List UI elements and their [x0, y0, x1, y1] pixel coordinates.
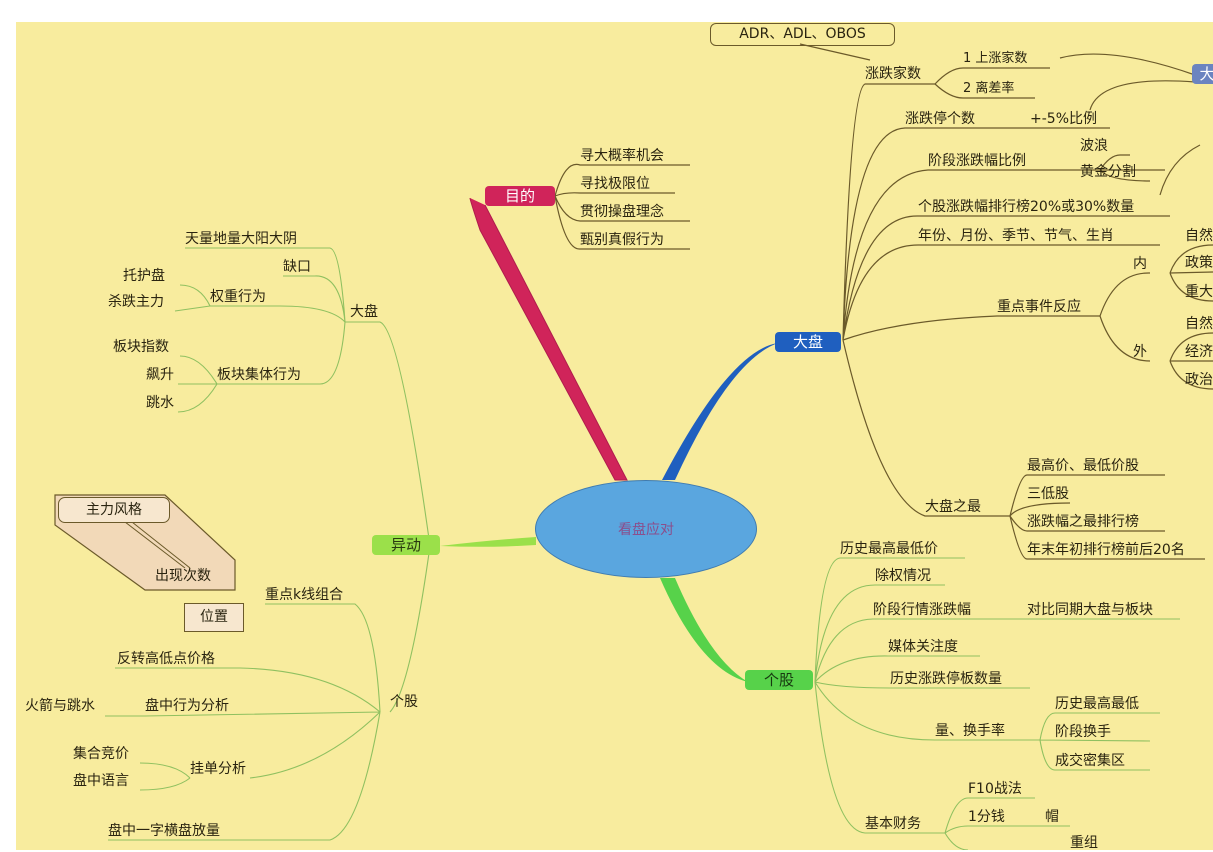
volume-item: 成交密集区: [1055, 753, 1125, 769]
kline-combo: 重点k线组合: [265, 587, 344, 603]
stock-item: 媒体关注度: [888, 639, 958, 655]
adv-dec: 涨跌家数: [865, 66, 921, 82]
branch-anomaly: [440, 537, 536, 547]
anomaly-market-item: 天量地量大阳大阴: [185, 231, 297, 247]
finance-item: 帽: [1045, 809, 1059, 825]
node-edge-market[interactable]: 大: [1192, 64, 1213, 84]
extremes: 大盘之最: [925, 499, 981, 515]
events-outer-item: 自然: [1185, 316, 1213, 332]
finance-item: 1分钱: [968, 809, 1005, 825]
calendar: 年份、月份、季节、节气、生肖: [918, 228, 1114, 244]
flat-volume: 盘中一字横盘放量: [108, 823, 220, 839]
events-inner: 内: [1133, 256, 1147, 272]
reversal: 反转高低点价格: [117, 651, 215, 667]
events: 重点事件反应: [997, 299, 1081, 315]
orders-item: 集合竞价: [73, 746, 129, 762]
callout-main-force-style: 主力风格: [58, 497, 170, 523]
purpose-item: 贯彻操盘理念: [580, 204, 664, 220]
extremes-item: 三低股: [1027, 486, 1069, 502]
events-outer-item: 经济: [1185, 344, 1213, 360]
limit-ratio: +-5%比例: [1030, 111, 1097, 127]
center-label: 看盘应对: [618, 522, 674, 538]
stage-item: 黄金分割: [1080, 164, 1136, 180]
calendar-sub: 自然: [1185, 228, 1213, 244]
stock-item: 历史最高最低价: [840, 541, 938, 557]
sector-item: 飙升: [146, 367, 174, 383]
extremes-item: 涨跌幅之最排行榜: [1027, 514, 1139, 530]
orders-item: 盘中语言: [73, 773, 129, 789]
node-stock[interactable]: 个股: [745, 670, 813, 690]
center-topic[interactable]: 看盘应对: [535, 480, 757, 578]
sector-item: 跳水: [146, 395, 174, 411]
ranking: 个股涨跌幅排行榜20%或30%数量: [918, 199, 1135, 215]
events-inner-item: 重大: [1185, 284, 1213, 300]
weight-item: 杀跌主力: [108, 294, 164, 310]
branch-purpose: [469, 197, 628, 481]
adv-dec-item: 1 上涨家数: [963, 51, 1028, 66]
intraday: 盘中行为分析: [145, 698, 229, 714]
extremes-item: 最高价、最低价股: [1027, 458, 1139, 474]
stage-item: 波浪: [1080, 138, 1108, 154]
extremes-item: 年末年初排行榜前后20名: [1027, 542, 1185, 558]
purpose-item: 寻大概率机会: [580, 148, 664, 164]
anomaly-market-item: 缺口: [283, 259, 311, 275]
limit-count: 涨跌停个数: [905, 111, 975, 127]
adv-dec-item: 2 离差率: [963, 81, 1015, 96]
orders: 挂单分析: [190, 761, 246, 777]
stock-item: 历史涨跌停板数量: [890, 671, 1002, 687]
stock-item: 阶段行情涨跌幅: [873, 602, 971, 618]
stock-item: 除权情况: [875, 568, 931, 584]
branch-market: [662, 343, 778, 480]
volume: 量、换手率: [935, 723, 1005, 739]
stock-compare: 对比同期大盘与板块: [1027, 602, 1153, 618]
intraday-sub: 火箭与跳水: [25, 698, 95, 714]
mindmap-canvas: [16, 22, 1213, 850]
position-box: 位置: [184, 603, 244, 632]
note-adr: ADR、ADL、OBOS: [710, 23, 895, 46]
sector-item: 板块指数: [113, 339, 169, 355]
events-outer: 外: [1133, 344, 1147, 360]
node-purpose[interactable]: 目的: [485, 186, 555, 206]
branch-stock: [660, 578, 748, 682]
weight-behavior: 权重行为: [210, 289, 266, 305]
node-market[interactable]: 大盘: [775, 332, 841, 352]
anomaly-stock: 个股: [390, 694, 418, 710]
node-anomaly[interactable]: 异动: [372, 535, 440, 555]
anomaly-market: 大盘: [350, 304, 378, 320]
purpose-item: 甄别真假行为: [580, 232, 664, 248]
events-inner-item: 政策: [1185, 255, 1213, 271]
purpose-item: 寻找极限位: [580, 176, 650, 192]
appearance-count: 出现次数: [155, 568, 211, 584]
stage-ratio: 阶段涨跌幅比例: [928, 153, 1026, 169]
finance-item: F10战法: [968, 781, 1022, 797]
volume-item: 历史最高最低: [1055, 696, 1139, 712]
events-outer-item: 政治: [1185, 372, 1213, 388]
weight-item: 托护盘: [123, 268, 165, 284]
volume-item: 阶段换手: [1055, 724, 1111, 740]
finance: 基本财务: [865, 816, 921, 832]
finance-item: 重组: [1070, 835, 1098, 851]
sector-behavior: 板块集体行为: [217, 367, 301, 383]
